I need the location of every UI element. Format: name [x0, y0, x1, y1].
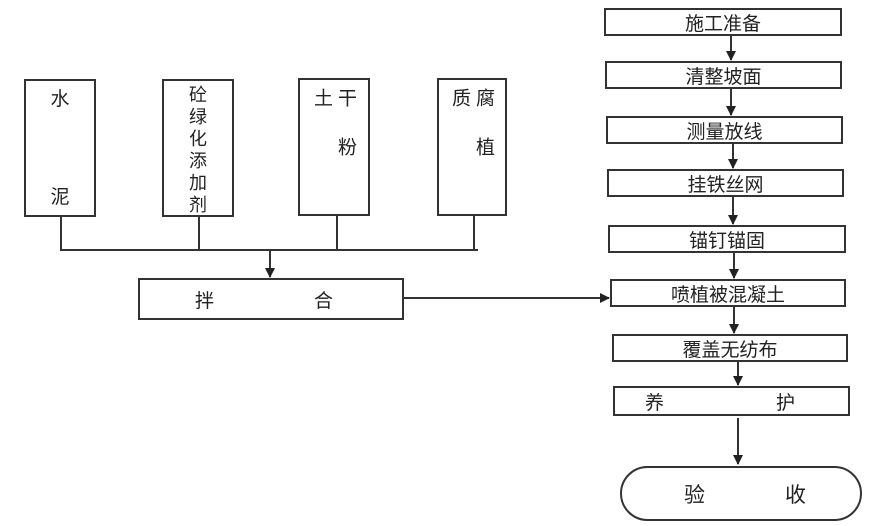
- material-humus: 腐植质: [437, 78, 507, 216]
- char: 验: [684, 482, 705, 507]
- material-label: 腐植质: [449, 88, 495, 186]
- step-spray-concrete: 喷植被混凝土: [610, 279, 846, 307]
- material-dry-soil: 干粉土: [298, 78, 370, 216]
- step-wire-mesh: 挂铁丝网: [607, 169, 844, 197]
- step-label: 锚钉锚固: [688, 229, 765, 252]
- step-cover-fabric: 覆盖无纺布: [612, 334, 848, 362]
- char: 收: [785, 482, 806, 507]
- char: 养: [645, 391, 665, 414]
- char: 绿: [189, 107, 207, 128]
- step-label: 喷植被混凝土: [670, 283, 785, 306]
- material-cement: 水 泥: [24, 79, 96, 217]
- step-slope-clearing: 清整坡面: [605, 61, 842, 89]
- step-label: 测量放线: [686, 120, 763, 143]
- char: 合: [314, 289, 334, 312]
- char: 护: [776, 391, 796, 414]
- step-curing: 养 护: [613, 386, 850, 416]
- char: 拌: [195, 289, 215, 312]
- step-survey: 测量放线: [606, 116, 843, 144]
- step-label: 挂铁丝网: [687, 173, 764, 196]
- acceptance-terminal: 验 收: [620, 466, 862, 521]
- char: 泥: [50, 186, 70, 208]
- char: 砼: [189, 85, 207, 106]
- step-label: 清整坡面: [685, 65, 762, 88]
- material-greening-additive: 砼 绿 化 添 加 剂: [162, 79, 234, 217]
- mix-box: 拌 合: [138, 278, 404, 320]
- material-label: 干粉土: [311, 88, 357, 186]
- step-preparation: 施工准备: [604, 8, 842, 36]
- char: 水: [50, 88, 70, 110]
- char: 添: [189, 151, 207, 172]
- step-label: 覆盖无纺布: [682, 338, 778, 361]
- char: 化: [189, 129, 207, 150]
- char: 加: [189, 173, 207, 194]
- step-label: 施工准备: [684, 12, 761, 35]
- char: 剂: [189, 195, 207, 216]
- step-anchoring: 锚钉锚固: [608, 225, 846, 253]
